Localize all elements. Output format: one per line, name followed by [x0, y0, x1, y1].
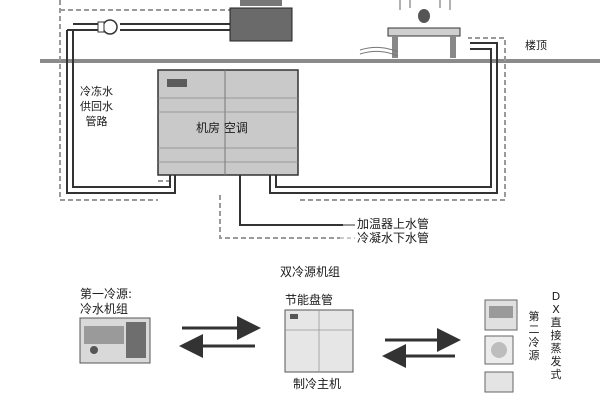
humidifier-inlet-label: 加温器上水管	[357, 217, 430, 231]
energy-coil-label: 节能盘管	[285, 293, 334, 307]
second-source-label: 第二冷源	[528, 310, 540, 362]
ac-cabinet-label: 机房 空调	[196, 121, 248, 135]
chiller-label: 制冷主机	[293, 377, 342, 391]
chilled-water-loop	[66, 23, 498, 226]
first-source-label: 第一冷源: 冷水机组	[80, 287, 133, 316]
pump-icon	[97, 19, 118, 35]
rooftop-tank	[229, 0, 293, 42]
condensate-drain-label: 冷凝水下水管	[357, 231, 430, 245]
dual-source-unit	[284, 309, 354, 373]
cooling-tower-icon	[359, 0, 461, 58]
chilled-water-pipe-label: 冷冻水 供回水 管路	[80, 85, 113, 128]
chiller-photo	[79, 317, 151, 364]
dx-label: DX直接蒸发式	[550, 290, 562, 381]
dashed-pipe-loop	[59, 0, 506, 239]
arrows-left	[179, 316, 261, 358]
dual-source-unit-label: 双冷源机组	[280, 265, 341, 279]
ac-cabinet	[157, 69, 299, 176]
roof-label: 楼顶	[525, 39, 547, 52]
arrows-right	[382, 328, 461, 368]
dx-units	[484, 299, 518, 393]
